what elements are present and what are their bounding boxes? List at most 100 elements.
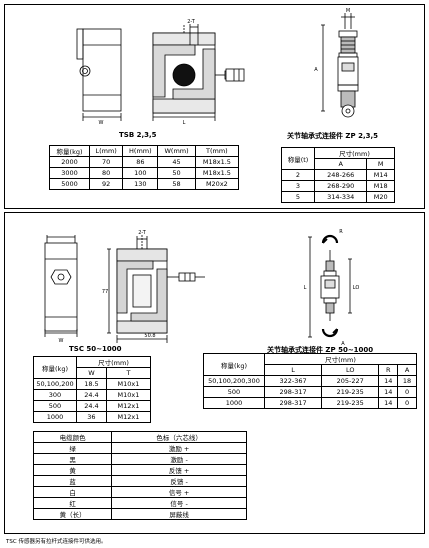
- tsb-cell: M20x2: [194, 178, 240, 190]
- cable-cell: 白: [32, 486, 113, 498]
- tsc-header-cell: T: [105, 367, 152, 379]
- zp50-cell: 219-235: [321, 386, 380, 398]
- zp50-cell: 14: [378, 375, 399, 387]
- tsc-cell: M12x1: [105, 411, 152, 423]
- tsc-dim-h: 77: [102, 289, 108, 295]
- tsc-cell: M12x1: [105, 400, 152, 412]
- tsc-dim-l: 50.8: [144, 333, 155, 339]
- zp50-header-cell: LO: [321, 364, 380, 376]
- zp50-cell: 298-317: [263, 386, 323, 398]
- zp235-cell: M20: [366, 191, 395, 203]
- tsb-cell: 58: [157, 178, 196, 190]
- cable-table-row: 蓝反馈 -: [32, 475, 247, 487]
- zp235-header-size: 尺寸(mm): [314, 147, 395, 159]
- tsb-cell: 3000: [48, 167, 91, 179]
- tsc-cell: 18.5: [76, 378, 107, 390]
- tsb-cell: 50: [157, 167, 196, 179]
- tsb-drawings: W 2-T L: [76, 8, 359, 126]
- tsc-header-cell: W: [76, 367, 107, 379]
- zp235-cell: M18: [366, 180, 395, 192]
- tsc-dim-w: W: [59, 338, 64, 344]
- cable-cell: 反馈 +: [111, 464, 247, 476]
- cable-table-row: 绿激励 +: [32, 442, 247, 454]
- cable-cell: 绿: [32, 442, 113, 454]
- tsb-panel: W 2-T L: [4, 4, 425, 209]
- tsc-cell: 500: [33, 400, 77, 412]
- cable-cell: 信号 -: [111, 497, 247, 509]
- tsc-drawings: W 2-T 77 50.8: [44, 229, 360, 347]
- zp50-cell: 322-367: [263, 375, 323, 387]
- zp235-cell: 314-334: [313, 191, 368, 203]
- cable-cell: 黄: [32, 464, 113, 476]
- zp50-dim-l: L: [304, 285, 307, 291]
- tsc-panel: W 2-T 77 50.8: [4, 212, 425, 534]
- tsc-front-view: [107, 235, 205, 343]
- tsc-cell: 24.4: [76, 400, 107, 412]
- zp235-cell: M14: [366, 169, 395, 181]
- tsb-cell: 86: [122, 156, 159, 168]
- zp235-cell: 5: [281, 191, 315, 203]
- tsb-cell: 70: [89, 156, 124, 168]
- tsc-cell: 24.4: [76, 389, 107, 401]
- tsb-cell: 80: [89, 167, 124, 179]
- zp50-cell: 0: [397, 397, 417, 409]
- zp235-dim-a: A: [314, 67, 318, 73]
- tsc-dim-hole: 2-T: [138, 230, 147, 236]
- zp235-caption: 关节轴承式连接件 ZP 2,3,5: [287, 132, 379, 140]
- tsb-caption: TSB 2,3,5: [119, 131, 157, 139]
- zp235-header-range: 称量(t): [281, 147, 315, 170]
- zp235-header-cell: A: [313, 158, 368, 170]
- tsc-cell: 50,100,200: [33, 378, 77, 390]
- cable-cell: 屏蔽线: [111, 508, 247, 520]
- tsc-side-view: [44, 235, 78, 337]
- cable-table-row: 黑激励 -: [32, 453, 247, 465]
- cable-table-row: 黄反馈 +: [32, 464, 247, 476]
- tsb-dim-l: L: [183, 120, 186, 126]
- tsc-header-range: 称量(kg): [33, 356, 77, 379]
- zp50-header-cell: A: [397, 364, 417, 376]
- zp235-header-cell: M: [366, 158, 395, 170]
- zp50-assembly: [308, 234, 352, 338]
- zp235-cell: 3: [281, 180, 315, 192]
- cable-cell: 激励 +: [111, 442, 247, 454]
- zp50-cell: 0: [397, 386, 417, 398]
- tsb-cell: 130: [122, 178, 159, 190]
- zp50-caption: 关节轴承式连接件 ZP 50~1000: [267, 346, 374, 354]
- zp50-cell: 14: [378, 386, 399, 398]
- zp50-header-cell: L: [263, 364, 323, 376]
- zp50-cell: 1000: [203, 397, 265, 409]
- tsb-header-cell: H(mm): [122, 145, 159, 157]
- tsb-front-view: [152, 24, 245, 121]
- tsb-cell: 100: [122, 167, 159, 179]
- tsc-cell: 36: [76, 411, 107, 423]
- tsb-header-cell: T(mm): [194, 145, 240, 157]
- cable-table-row: 红信号 -: [32, 497, 247, 509]
- zp50-dim-lo: LO: [353, 285, 360, 291]
- zp235-cell: 2: [281, 169, 315, 181]
- tsb-header-cell: 称量(kg): [48, 145, 91, 157]
- zp50-dim-r: R: [339, 229, 343, 235]
- zp50-cell: 50,100,200,300: [203, 375, 265, 387]
- zp50-cell: 500: [203, 386, 265, 398]
- tsb-cell: 92: [89, 178, 124, 190]
- tsb-side-view: [76, 28, 122, 121]
- zp50-header-cell: R: [378, 364, 399, 376]
- tsb-table-header: 称量(kg)L(mm)H(mm)W(mm)T(mm): [48, 145, 240, 157]
- zp50-dim-a: A: [341, 341, 345, 347]
- tsc-header-size: 尺寸(mm): [76, 356, 151, 368]
- zp50-cell: 219-235: [321, 397, 380, 409]
- cable-cell: 激励 -: [111, 453, 247, 465]
- tsc-cell: M10x1: [105, 389, 152, 401]
